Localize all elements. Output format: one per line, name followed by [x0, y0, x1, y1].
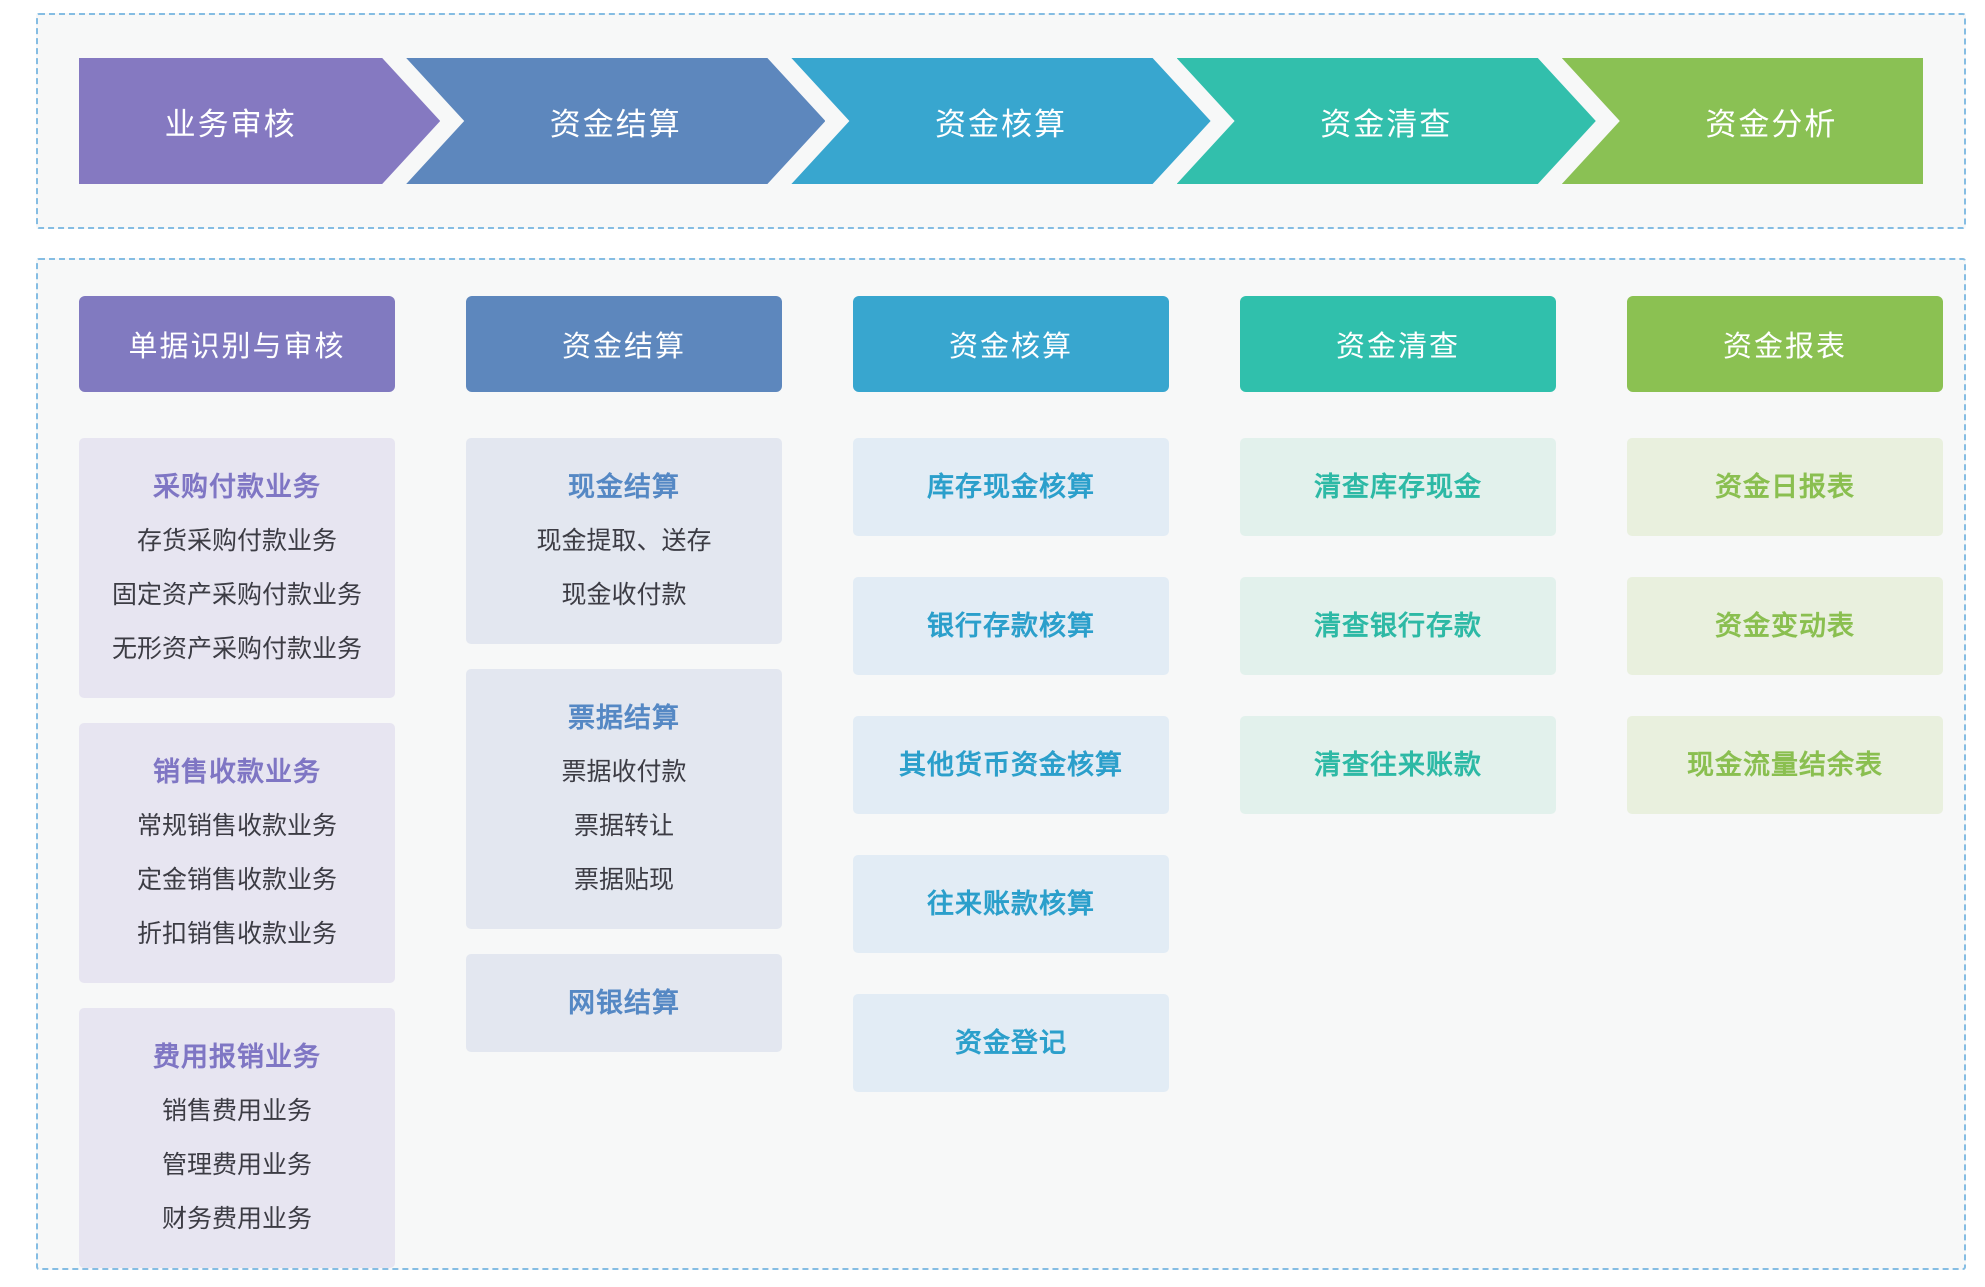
- process-box-sales-collection: 销售收款业务 常规销售收款业务 定金销售收款业务 折扣销售收款业务: [79, 723, 395, 983]
- box-item: 定金销售收款业务: [136, 866, 337, 894]
- flow-step-fund-check: 资金清查: [1177, 58, 1596, 184]
- box-title: 资金登记: [955, 1028, 1067, 1058]
- process-box-cash-settlement: 现金结算 现金提取、送存 现金收付款: [466, 438, 782, 644]
- box-title: 清查库存现金: [1314, 472, 1482, 502]
- column-header: 资金报表: [1627, 296, 1943, 392]
- flow-step-fund-analysis: 资金分析: [1561, 58, 1924, 184]
- flow-step-label: 资金核算: [935, 106, 1067, 142]
- column-header: 资金结算: [466, 296, 782, 392]
- column-header-label: 资金核算: [948, 331, 1073, 363]
- column-header-label: 资金清查: [1335, 331, 1460, 363]
- flow-step-fund-settlement: 资金结算: [406, 58, 825, 184]
- column-header-label: 资金结算: [561, 331, 686, 363]
- process-flow: 业务审核 资金结算 资金核算 资金清查 资金分析: [79, 58, 1924, 184]
- box-title: 现金流量结余表: [1687, 750, 1883, 780]
- box-item: 票据转让: [573, 812, 674, 840]
- box-item: 存货采购付款业务: [136, 527, 337, 555]
- column-fund-check: 资金清查 清查库存现金 清查银行存款 清查往来账款: [1240, 296, 1556, 1287]
- box-item: 折扣销售收款业务: [136, 920, 337, 948]
- box-item: 财务费用业务: [161, 1205, 312, 1233]
- flow-step-label: 业务审核: [164, 106, 297, 142]
- column-header-label: 单据识别与审核: [128, 331, 346, 363]
- box-title: 采购付款业务: [153, 472, 321, 502]
- process-box-check-bank-deposit: 清查银行存款: [1240, 577, 1556, 675]
- flow-step-label: 资金结算: [549, 106, 682, 142]
- box-item: 票据贴现: [573, 866, 674, 894]
- box-title: 清查往来账款: [1314, 750, 1482, 780]
- box-title: 其他货币资金核算: [899, 750, 1123, 780]
- box-title: 销售收款业务: [153, 757, 321, 787]
- flow-step-fund-accounting: 资金核算: [791, 58, 1210, 184]
- process-box-other-monetary-funds-accounting: 其他货币资金核算: [853, 716, 1169, 814]
- column-document-review: 单据识别与审核 采购付款业务 存货采购付款业务 固定资产采购付款业务 无形资产采…: [79, 296, 395, 1287]
- process-box-bank-deposit-accounting: 银行存款核算: [853, 577, 1169, 675]
- process-box-expense-reimbursement: 费用报销业务 销售费用业务 管理费用业务 财务费用业务: [79, 1008, 395, 1268]
- box-title: 往来账款核算: [927, 889, 1095, 919]
- column-header: 资金清查: [1240, 296, 1556, 392]
- box-item: 常规销售收款业务: [136, 812, 337, 840]
- box-title: 费用报销业务: [153, 1042, 321, 1072]
- detail-columns: 单据识别与审核 采购付款业务 存货采购付款业务 固定资产采购付款业务 无形资产采…: [38, 260, 1964, 1287]
- box-title: 库存现金核算: [927, 472, 1095, 502]
- flow-step-label: 资金清查: [1320, 106, 1453, 142]
- process-box-purchase-payment: 采购付款业务 存货采购付款业务 固定资产采购付款业务 无形资产采购付款业务: [79, 438, 395, 698]
- box-title: 资金日报表: [1715, 472, 1855, 502]
- process-box-cash-flow-balance-report: 现金流量结余表: [1627, 716, 1943, 814]
- box-title: 银行存款核算: [927, 611, 1095, 641]
- process-box-current-accounts-accounting: 往来账款核算: [853, 855, 1169, 953]
- box-item: 票据收付款: [561, 758, 687, 786]
- process-box-cash-on-hand-accounting: 库存现金核算: [853, 438, 1169, 536]
- process-box-online-banking-settlement: 网银结算: [466, 954, 782, 1052]
- flow-panel: 业务审核 资金结算 资金核算 资金清查 资金分析: [36, 13, 1966, 229]
- process-box-bill-settlement: 票据结算 票据收付款 票据转让 票据贴现: [466, 669, 782, 929]
- flow-step-business-review: 业务审核: [79, 58, 440, 184]
- box-title: 清查银行存款: [1314, 611, 1482, 641]
- box-item: 销售费用业务: [161, 1097, 312, 1125]
- column-fund-settlement: 资金结算 现金结算 现金提取、送存 现金收付款 票据结算 票据收付款 票据转让 …: [466, 296, 782, 1287]
- box-item: 固定资产采购付款业务: [111, 581, 362, 609]
- column-header-label: 资金报表: [1722, 331, 1847, 363]
- box-title: 资金变动表: [1715, 611, 1855, 641]
- box-title: 网银结算: [568, 988, 680, 1018]
- box-item: 现金提取、送存: [536, 527, 712, 555]
- box-title: 票据结算: [568, 703, 680, 733]
- box-item: 无形资产采购付款业务: [111, 635, 362, 663]
- process-box-fund-change-report: 资金变动表: [1627, 577, 1943, 675]
- detail-panel: 单据识别与审核 采购付款业务 存货采购付款业务 固定资产采购付款业务 无形资产采…: [36, 258, 1966, 1270]
- box-title: 现金结算: [568, 472, 680, 502]
- process-box-check-current-accounts: 清查往来账款: [1240, 716, 1556, 814]
- column-fund-accounting: 资金核算 库存现金核算 银行存款核算 其他货币资金核算 往来账款核算 资金登记: [853, 296, 1169, 1287]
- column-header: 资金核算: [853, 296, 1169, 392]
- process-box-daily-fund-report: 资金日报表: [1627, 438, 1943, 536]
- process-box-fund-registration: 资金登记: [853, 994, 1169, 1092]
- column-header: 单据识别与审核: [79, 296, 395, 392]
- process-box-check-cash-on-hand: 清查库存现金: [1240, 438, 1556, 536]
- column-fund-reports: 资金报表 资金日报表 资金变动表 现金流量结余表: [1627, 296, 1943, 1287]
- flow-step-label: 资金分析: [1705, 106, 1838, 142]
- box-item: 现金收付款: [561, 581, 687, 609]
- box-item: 管理费用业务: [161, 1151, 312, 1179]
